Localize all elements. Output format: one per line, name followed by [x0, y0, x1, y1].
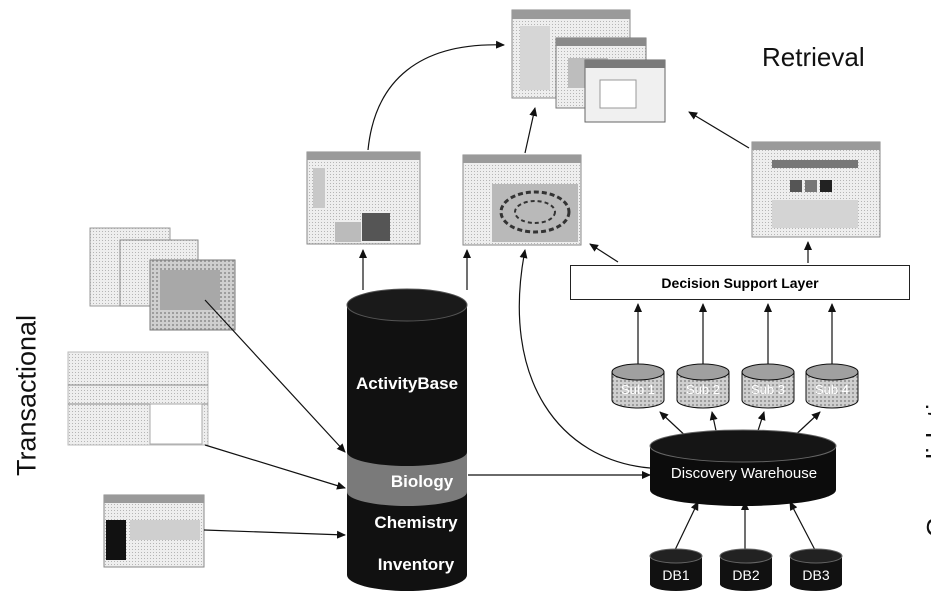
transactional-screenshot-3 — [103, 494, 205, 568]
source-db-cylinder-1 — [649, 548, 703, 591]
warehouse-cylinder — [649, 429, 837, 506]
source-db-cylinder-2 — [719, 548, 773, 591]
transactional-screenshot-1 — [89, 227, 236, 331]
connectors — [203, 40, 836, 551]
warehouse-label: Discovery Warehouse — [671, 465, 817, 482]
dashboard-screenshot — [751, 141, 881, 238]
source-db-cylinder-3 — [789, 548, 843, 591]
activitybase-screenshot — [306, 151, 421, 245]
source-db-label-2: DB2 — [732, 567, 759, 583]
consolidation-label: Consolidation — [921, 373, 931, 538]
sub-cylinder-4 — [805, 363, 859, 409]
transactional-label: Transactional — [11, 314, 42, 477]
visualization-screenshot — [462, 154, 582, 246]
transactional-screenshot-2 — [67, 351, 209, 446]
db-segment-biology: Biology — [391, 472, 454, 491]
db-segment-inventory: Inventory — [378, 555, 455, 574]
sub-label-1: Sub 1 — [621, 382, 655, 397]
sub-label-4: Sub 4 — [815, 382, 849, 397]
sub-cylinder-2 — [676, 363, 730, 409]
retrieval-screenshots-top — [511, 9, 666, 123]
decision-support-layer-box: Decision Support Layer — [570, 265, 910, 300]
db-segment-activitybase: ActivityBase — [356, 374, 458, 393]
sub-label-3: Sub 3 — [751, 382, 785, 397]
sub-cylinder-1 — [611, 363, 665, 409]
source-db-label-1: DB1 — [662, 567, 689, 583]
main-database-cylinder — [346, 288, 468, 591]
source-db-label-3: DB3 — [802, 567, 829, 583]
sub-cylinder-3 — [741, 363, 795, 409]
db-segment-chemistry: Chemistry — [374, 513, 458, 532]
decision-support-layer-label: Decision Support Layer — [661, 274, 819, 291]
retrieval-label: Retrieval — [762, 42, 865, 72]
sub-label-2: Sub 2 — [686, 382, 720, 397]
